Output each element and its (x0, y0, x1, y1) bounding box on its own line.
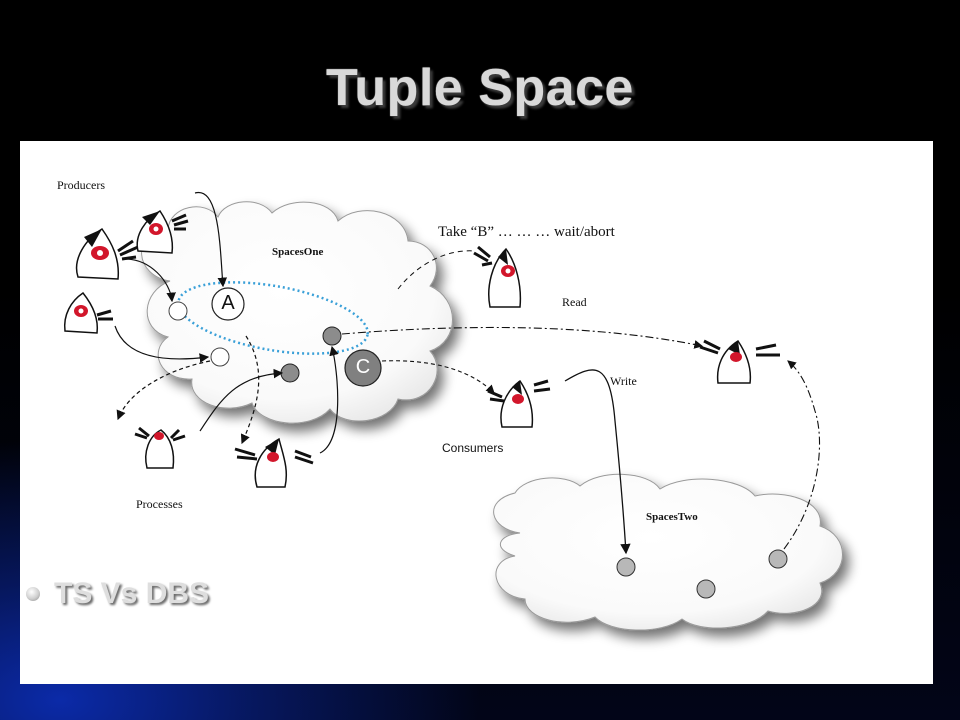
write-label: Write (610, 374, 637, 388)
selection-ring (177, 281, 369, 355)
producer-write-arrow-2 (124, 258, 176, 303)
spaces-two-label: SpacesTwo (646, 511, 698, 523)
tuple-a[interactable] (211, 287, 245, 321)
producers-label: Producers (57, 178, 105, 192)
consumer-duke (487, 379, 551, 428)
tuple-two-2[interactable] (696, 579, 716, 599)
tuple-space-diagram (63, 192, 843, 631)
bullet-text: TS Vs DBS (54, 577, 210, 610)
process-write-arrow (199, 368, 284, 432)
process-duke-2 (234, 437, 314, 488)
spaces-one-cloud (141, 201, 453, 424)
processes-label: Processes (136, 497, 183, 511)
tuple-c[interactable] (344, 349, 382, 387)
slide-title: Tuple Space (326, 59, 634, 117)
process-return-arrow (319, 345, 339, 454)
tuple-two-1[interactable] (616, 557, 636, 577)
process-read-arrow (240, 335, 260, 445)
take-duke (473, 245, 522, 308)
reader-duke (699, 339, 780, 384)
tuple-filled-1[interactable] (322, 326, 342, 346)
consume-arrow (381, 360, 495, 394)
tuple-empty-1[interactable] (168, 301, 188, 321)
producer-write-arrow-1 (194, 192, 228, 288)
tuple-a-label: A (221, 292, 235, 314)
write-arrow (564, 369, 631, 555)
consumers-label: Consumers (442, 441, 504, 455)
take-label: Take “B” … … … wait/abort (438, 224, 615, 240)
spaces-one-label: SpacesOne (272, 246, 324, 258)
diagram-canvas: Producers SpacesOne Take “B” … … … wait/… (20, 141, 933, 684)
producer-duke-1 (75, 227, 139, 280)
spaces-two-cloud (493, 473, 843, 631)
tuple-two-3[interactable] (768, 549, 788, 569)
bullet-icon (26, 587, 40, 601)
read-arrow (341, 326, 704, 349)
tuple-c-label: C (355, 356, 371, 378)
bullet-item: TS Vs DBS (26, 576, 209, 612)
reread-arrow (783, 360, 821, 550)
producer-duke-2 (136, 210, 189, 254)
tuple-filled-2[interactable] (280, 363, 300, 383)
producer-write-arrow-3 (114, 325, 210, 363)
read-label: Read (562, 295, 587, 309)
producer-duke-3 (63, 291, 113, 334)
tuple-empty-2[interactable] (210, 347, 230, 367)
process-duke-1 (134, 426, 186, 469)
take-arrow (397, 250, 476, 290)
